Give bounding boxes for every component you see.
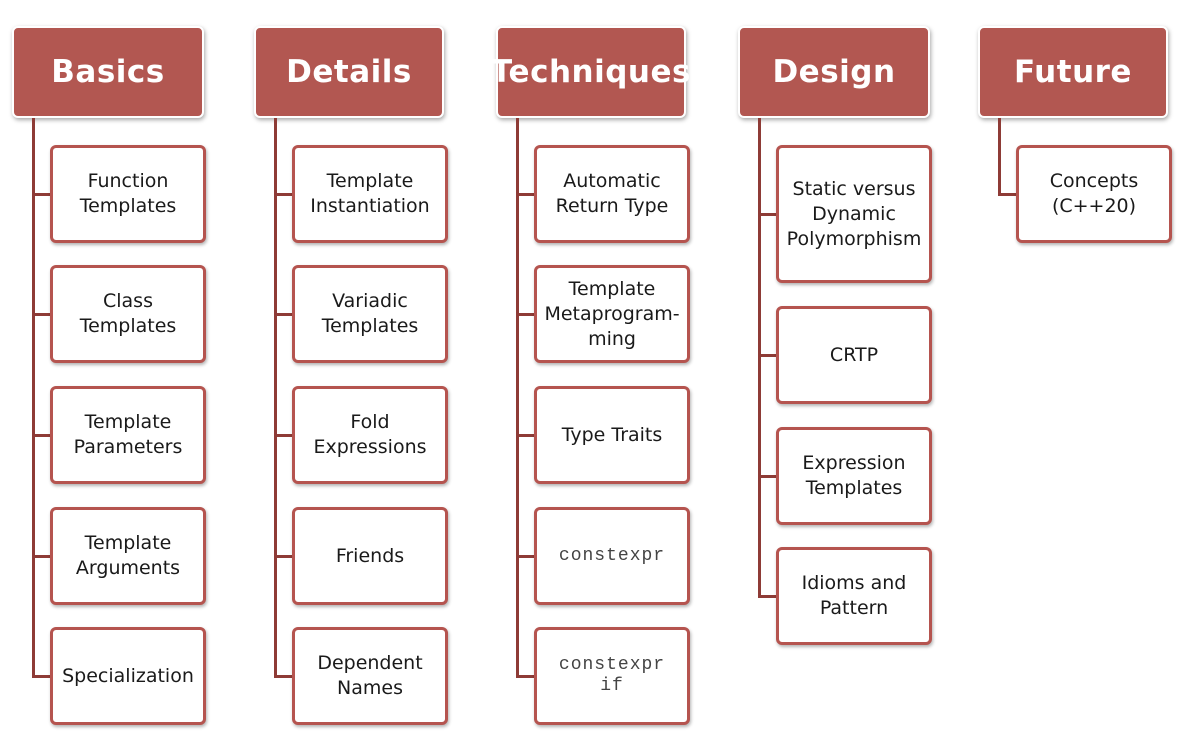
column-header: Design [738,26,930,118]
topic-box: constexpr [534,507,690,605]
column-header: Techniques [491,26,690,118]
connector-branch [32,555,52,558]
connector-branch [516,313,536,316]
connector-spine [274,118,277,678]
topic-box: CRTP [776,306,932,404]
topic-box: Dependent Names [292,627,448,725]
topic-box: Fold Expressions [292,386,448,484]
connector-branch [998,193,1018,196]
connector-branch [516,555,536,558]
column-header: Details [254,26,444,118]
column-header: Future [978,26,1168,118]
connector-branch [274,555,294,558]
connector-branch [758,595,778,598]
topic-box: Template Instantiation [292,145,448,243]
topic-box: Specialization [50,627,206,725]
connector-spine [998,118,1001,196]
topic-box: Concepts (C++20) [1016,145,1172,243]
topic-box: Automatic Return Type [534,145,690,243]
topic-box: Template Metaprogram- ming [534,265,690,363]
topic-box: Friends [292,507,448,605]
connector-branch [32,434,52,437]
connector-branch [32,675,52,678]
connector-spine [758,118,761,598]
connector-branch [516,193,536,196]
topic-box: Template Arguments [50,507,206,605]
topic-box: Variadic Templates [292,265,448,363]
connector-branch [516,675,536,678]
connector-spine [32,118,35,678]
connector-branch [274,434,294,437]
topic-box: Idioms and Pattern [776,547,932,645]
topic-box: Expression Templates [776,427,932,525]
connector-branch [274,675,294,678]
column-header: Basics [12,26,204,118]
connector-branch [516,434,536,437]
connector-branch [274,313,294,316]
topic-box: Static versus Dynamic Polymorphism [776,145,932,283]
topic-box: Class Templates [50,265,206,363]
connector-branch [32,313,52,316]
connector-branch [758,213,778,216]
connector-branch [758,354,778,357]
topic-box: Function Templates [50,145,206,243]
topic-box: Template Parameters [50,386,206,484]
connector-spine [516,118,519,678]
connector-branch [274,193,294,196]
topic-box: Type Traits [534,386,690,484]
connector-branch [758,475,778,478]
topic-box: constexpr if [534,627,690,725]
connector-branch [32,193,52,196]
